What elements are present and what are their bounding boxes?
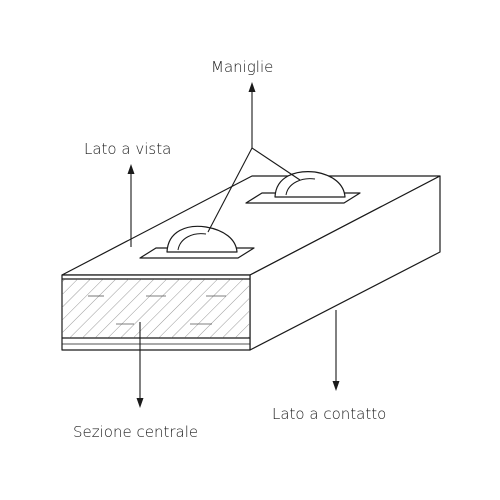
central-section-arrowhead: [136, 398, 144, 408]
handles-leader-right: [251, 147, 301, 181]
core-hatching: [62, 279, 249, 338]
handles-arrowhead: [248, 82, 256, 92]
handle-front: [139, 225, 255, 259]
contact-side-arrowhead: [332, 381, 340, 391]
contact-side-label: Lato a contatto: [272, 405, 387, 423]
visible-side-label: Lato a vista: [84, 140, 172, 158]
handles-leader-left: [207, 147, 253, 233]
handles-label: Maniglie: [211, 58, 274, 76]
handle-back: [245, 171, 361, 204]
visible-side-arrowhead: [127, 164, 135, 174]
central-section-label: Sezione centrale: [73, 423, 199, 441]
